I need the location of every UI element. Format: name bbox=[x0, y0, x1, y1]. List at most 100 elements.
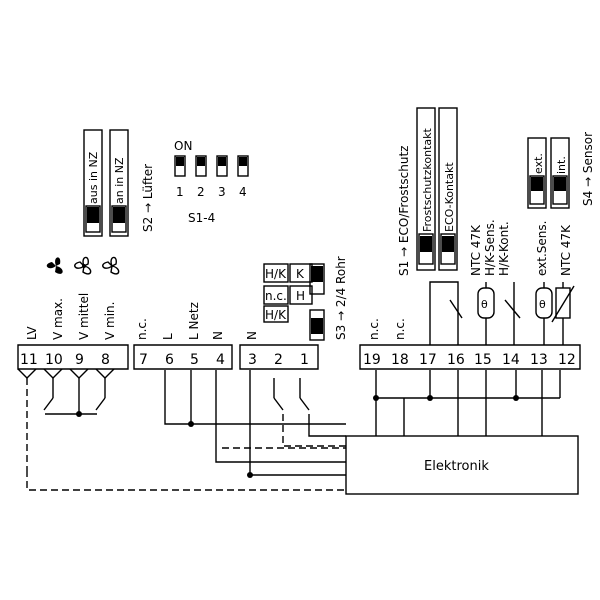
fan-icons bbox=[46, 256, 120, 275]
s3-nc-label: n.c. bbox=[265, 289, 287, 303]
svg-text:θ: θ bbox=[539, 298, 546, 311]
label-hk-sens: H/K-Sens. bbox=[483, 219, 497, 276]
terminal-6: 6 bbox=[165, 352, 174, 368]
terminal-18: 18 bbox=[391, 352, 409, 368]
dip-num-1: 1 bbox=[176, 185, 184, 199]
s1-slot-2 bbox=[440, 233, 456, 265]
s1-switch-2[interactable] bbox=[442, 236, 454, 252]
s2-switch-group: aus in NZ an in NZ S2 → Lüfter bbox=[83, 129, 155, 237]
terminal-10: 10 bbox=[45, 352, 63, 368]
dip-switch-2[interactable] bbox=[197, 157, 205, 166]
s2-an-label: an in NZ bbox=[113, 157, 126, 204]
svg-text:θ: θ bbox=[481, 298, 488, 311]
s2-switch-knob-1[interactable] bbox=[87, 207, 99, 223]
s1-title: S1 → ECO/Frostschutz bbox=[397, 146, 411, 276]
s2-slot-1 bbox=[85, 205, 101, 233]
dip-title: S1-4 bbox=[188, 211, 215, 225]
elektronik-label: Elektronik bbox=[424, 459, 489, 474]
label-v-max: V max. bbox=[51, 298, 65, 340]
terminal-13: 13 bbox=[530, 352, 548, 368]
dip-switch-4[interactable] bbox=[239, 157, 247, 166]
fan-icon-max bbox=[46, 257, 63, 274]
dip-switch-3[interactable] bbox=[218, 157, 226, 166]
terminal-16: 16 bbox=[447, 352, 465, 368]
terminal-4: 4 bbox=[216, 352, 225, 368]
s2-an-frame bbox=[109, 129, 129, 237]
terminal-11: 11 bbox=[20, 352, 38, 368]
s4-ext-label: ext. bbox=[532, 153, 545, 174]
s4-ext-frame bbox=[527, 137, 547, 209]
s3-h-label: H bbox=[296, 289, 305, 303]
s4-int-frame bbox=[550, 137, 570, 209]
dip-slot-1 bbox=[174, 155, 186, 177]
s1-4-dip-group: ON 1 2 3 4 S1-4 bbox=[174, 139, 249, 225]
s3-k-label: K bbox=[296, 267, 305, 281]
s1-slot-1 bbox=[418, 233, 434, 265]
s3-slot-top bbox=[309, 263, 325, 295]
fan-icon-min bbox=[102, 256, 120, 275]
s3-h-box bbox=[289, 285, 313, 305]
label-nc-left: n.c. bbox=[135, 318, 149, 340]
s4-switch-2[interactable] bbox=[554, 177, 566, 191]
s2-slot-2 bbox=[111, 205, 127, 233]
s2-aus-label: aus in NZ bbox=[87, 151, 100, 204]
terminal-7: 7 bbox=[139, 352, 148, 368]
terminal-block-mid: 3 2 1 bbox=[239, 344, 319, 370]
s2-switch-knob-2[interactable] bbox=[113, 207, 125, 223]
label-lv: LV bbox=[25, 326, 39, 340]
terminal-9: 9 bbox=[75, 352, 84, 368]
s3-switch-group: H/K K n.c. H H/K S3 → 2/4 Rohr bbox=[263, 256, 348, 341]
dip-slot-4 bbox=[237, 155, 249, 177]
terminal-19: 19 bbox=[363, 352, 381, 368]
terminal-8: 8 bbox=[101, 352, 110, 368]
dip-slot-3 bbox=[216, 155, 228, 177]
terminal-block-right: 19 18 17 16 15 14 13 12 bbox=[359, 344, 581, 370]
terminal-12: 12 bbox=[558, 352, 576, 368]
label-l-netz: L Netz bbox=[187, 302, 201, 340]
s3-nc-box bbox=[263, 285, 289, 305]
label-n: N bbox=[211, 331, 225, 340]
wiring: θ θ bbox=[26, 281, 575, 491]
dip-num-2: 2 bbox=[197, 185, 205, 199]
s3-title: S3 → 2/4 Rohr bbox=[334, 256, 348, 340]
dip-num-4: 4 bbox=[239, 185, 247, 199]
fan-icon-mittel bbox=[74, 256, 92, 275]
terminal-block-left: 11 10 9 8 7 6 5 4 bbox=[17, 344, 233, 379]
s1-eco-group: S1 → ECO/Frostschutz Frostschutzkontakt … bbox=[397, 107, 458, 276]
s1-eco-frame bbox=[438, 107, 458, 271]
elektronik-box bbox=[345, 435, 579, 495]
s1-frost-frame bbox=[416, 107, 436, 271]
terminal-17: 17 bbox=[419, 352, 437, 368]
label-nc-r2: n.c. bbox=[393, 318, 407, 340]
s4-switch-1[interactable] bbox=[531, 177, 543, 191]
terminal-2: 2 bbox=[274, 352, 283, 368]
terminal-3: 3 bbox=[248, 352, 257, 368]
label-ext-sens: ext.Sens. bbox=[535, 221, 549, 276]
label-hk-kont: H/K-Kont. bbox=[497, 221, 511, 276]
dip-on-label: ON bbox=[174, 139, 192, 153]
terminal-1: 1 bbox=[300, 352, 309, 368]
s4-slot-2 bbox=[552, 175, 568, 205]
label-n-mid: N bbox=[245, 331, 259, 340]
s3-slot-bottom bbox=[309, 309, 325, 341]
dip-switch-1[interactable] bbox=[176, 157, 184, 166]
label-ntc-2: NTC 47K bbox=[559, 224, 573, 276]
s3-hk-box bbox=[263, 263, 289, 283]
s4-switch-group: ext. int. S4 → Sensor bbox=[527, 132, 595, 209]
s4-int-label: int. bbox=[555, 156, 568, 174]
s3-hk-box-2 bbox=[263, 305, 289, 323]
s1-switch-1[interactable] bbox=[420, 236, 432, 252]
dip-num-3: 3 bbox=[218, 185, 226, 199]
label-nc-r1: n.c. bbox=[367, 318, 381, 340]
label-v-mittel: V mittel bbox=[77, 293, 91, 340]
s3-switch-top[interactable] bbox=[311, 266, 323, 282]
terminal-5: 5 bbox=[190, 352, 199, 368]
s4-title: S4 → Sensor bbox=[581, 132, 595, 206]
s2-aus-frame bbox=[83, 129, 103, 237]
terminal-15: 15 bbox=[474, 352, 492, 368]
label-ntc: NTC 47K bbox=[469, 224, 483, 276]
s3-switch-bottom[interactable] bbox=[311, 318, 323, 334]
dip-slot-2 bbox=[195, 155, 207, 177]
s3-hk-label: H/K bbox=[265, 267, 287, 281]
